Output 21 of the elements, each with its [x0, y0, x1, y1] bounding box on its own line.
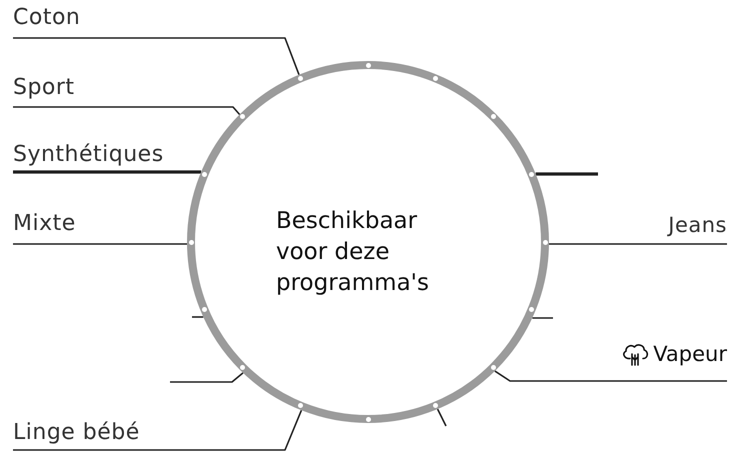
program-label: Jeans: [668, 213, 727, 244]
program-label: Vapeur: [653, 342, 727, 367]
leader-line: [494, 370, 727, 382]
program-label: Coton: [13, 5, 80, 38]
leader-line: [192, 316, 204, 318]
leader-line: [13, 37, 300, 75]
leader-line: [13, 410, 302, 451]
leader-line: [13, 243, 187, 245]
program-label: Synthétiques: [13, 142, 164, 172]
leader-line: [13, 170, 202, 174]
dial-ring: [187, 61, 549, 423]
leader-line: [13, 106, 240, 116]
leader-line: [170, 372, 244, 383]
leader-line: [536, 172, 598, 176]
dial-caption: Beschikbaar voor deze programma's: [276, 207, 430, 298]
leader-line: [549, 243, 727, 245]
program-label: Mixte: [13, 211, 76, 244]
program-label: Sport: [13, 75, 75, 107]
program-label: Linge bébé: [13, 420, 140, 450]
leader-line: [532, 317, 553, 319]
leader-line: [436, 408, 447, 426]
